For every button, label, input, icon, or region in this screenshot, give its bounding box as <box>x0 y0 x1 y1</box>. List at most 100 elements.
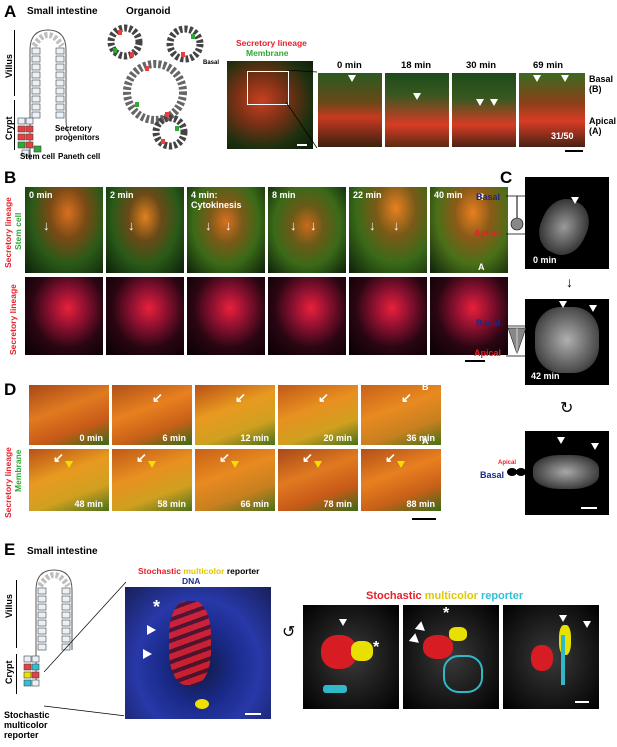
e-red-cells <box>169 601 211 685</box>
b-time-label: 40 min <box>434 190 463 200</box>
legend-membrane: Membrane <box>246 48 289 58</box>
e-yellow-region <box>351 641 373 661</box>
e-cyan-region <box>323 685 347 693</box>
a-scale-bar <box>565 150 583 152</box>
c-image-rotated <box>524 430 610 516</box>
panel-a-organoid-image <box>226 60 314 150</box>
d-time-label: 88 min <box>406 499 435 509</box>
white-arrow-icon: ↓ <box>369 218 376 233</box>
b-corner-a: A <box>478 262 485 272</box>
c-cell-blob <box>535 307 599 373</box>
yellow-arrowhead <box>231 461 239 468</box>
stem-cell-label: Stem cell <box>20 152 56 161</box>
e-legend-reporter: reporter <box>226 566 260 576</box>
c-apical-small: Apical <box>498 460 517 466</box>
panel-a-frame-18 <box>384 72 450 148</box>
arrowhead <box>559 615 567 622</box>
b-frame-top-2: 4 min: Cytokinesis↓↓ <box>186 186 266 274</box>
white-arrow-icon: ↙ <box>136 450 147 465</box>
panel-c-letter: C <box>500 168 513 187</box>
b-time-label: 0 min <box>29 190 53 200</box>
d-corner-a: A <box>422 436 429 446</box>
e-asterisk: * <box>373 639 380 656</box>
d-frame-bottom-0: 48 min↙ <box>28 448 110 512</box>
arrowhead <box>583 621 591 628</box>
arrowhead <box>348 75 356 82</box>
e-cyan-region <box>443 655 483 693</box>
arrowhead <box>589 305 597 312</box>
white-arrow-icon: ↙ <box>385 450 396 465</box>
yellow-arrowhead <box>314 461 322 468</box>
e-legend-multicolor: multicolor <box>183 566 225 576</box>
d-frame-top-0: 0 min <box>28 384 110 446</box>
b-label-red: Secretory lineage <box>3 197 13 268</box>
zoom-lines <box>285 70 318 149</box>
panel-a-frame-69: 31/50 <box>518 72 586 148</box>
arrowhead <box>591 443 599 450</box>
white-arrow-icon: ↓ <box>290 218 297 233</box>
white-arrow-icon: ↙ <box>235 390 246 405</box>
panel-a-villus-label: Villus <box>4 54 14 78</box>
c-down-arrow: ↓ <box>566 274 573 290</box>
c-time-42: 42 min <box>531 371 560 381</box>
white-arrow-icon: ↙ <box>401 390 412 405</box>
yellow-arrowhead <box>397 461 405 468</box>
a-time-30: 30 min <box>466 60 497 71</box>
d-frame-bottom-3: 78 min↙ <box>277 448 359 512</box>
e-crypt-bracket <box>16 654 17 694</box>
d-time-label: 66 min <box>240 499 269 509</box>
small-intestine-schematic <box>17 29 71 160</box>
b-time-label: 8 min <box>272 190 296 200</box>
e-yellow-cell <box>195 699 209 709</box>
panel-a-frame-30 <box>451 72 517 148</box>
organoid-schematic <box>107 24 204 150</box>
a-time-18: 18 min <box>401 60 432 71</box>
e-reporter-label: Stochastic multicolor reporter <box>4 710 50 740</box>
white-arrow-icon: ↓ <box>43 218 50 233</box>
a-time-0: 0 min <box>337 60 362 71</box>
e-scale-bar-2 <box>575 701 589 703</box>
c-apical-1: Apical <box>474 228 502 238</box>
e-crypt-label: Crypt <box>4 660 14 684</box>
e-arrowhead-2 <box>143 649 152 659</box>
e-right-reporter: reporter <box>480 590 524 602</box>
zoom-box <box>247 71 289 105</box>
c-apical-2: Apical <box>474 348 502 358</box>
e-3d-image-2: * <box>402 604 500 710</box>
d-frame-bottom-4: 88 min ↙ <box>360 448 442 512</box>
panel-e-letter: E <box>4 540 16 559</box>
e-3d-image-3 <box>502 604 600 710</box>
b-frame-bottom-2 <box>186 276 266 356</box>
b-frame-top-0: 0 min ↓ <box>24 186 104 274</box>
c-image-42: 42 min <box>524 298 610 386</box>
e-right-stochastic: Stochastic <box>366 590 422 602</box>
e-legend-stochastic: Stochastic <box>138 566 181 576</box>
d-frame-top-1: 6 min↙ <box>111 384 193 446</box>
c-cell-blob <box>531 191 597 263</box>
e-red-region <box>531 645 553 671</box>
e-villus-bracket <box>16 580 17 648</box>
arrowhead <box>559 301 567 308</box>
b-frame-top-3: 8 min↓↓ <box>267 186 347 274</box>
yellow-arrowhead <box>148 461 156 468</box>
panel-a-crypt-label: Crypt <box>4 116 14 140</box>
e-legend-line1: Stochastic multicolor reporter <box>138 566 259 576</box>
e-cyan-region <box>561 635 565 685</box>
c-image-0: 0 min <box>524 176 610 270</box>
c-basal-2: Basal <box>476 318 501 328</box>
b-label-green: Stem cell <box>13 212 23 250</box>
d-frame-top-4: 36 min↙ <box>360 384 442 446</box>
c-cell-blob <box>533 455 599 489</box>
d-frame-top-3: 20 min↙ <box>277 384 359 446</box>
d-time-label: 78 min <box>323 499 352 509</box>
white-arrow-icon: ↓ <box>128 218 135 233</box>
arrowhead <box>571 197 579 204</box>
d-time-label: 12 min <box>240 433 269 443</box>
d-time-label: 0 min <box>79 433 103 443</box>
panel-a-small-intestine-title: Small intestine <box>27 6 98 17</box>
d-label-red: Secretory lineage <box>3 447 13 518</box>
panel-a-letter: A <box>4 2 17 21</box>
arrowhead <box>557 437 565 444</box>
e-yellow-region <box>449 627 467 641</box>
c-cell-diagram-3 <box>507 468 526 476</box>
